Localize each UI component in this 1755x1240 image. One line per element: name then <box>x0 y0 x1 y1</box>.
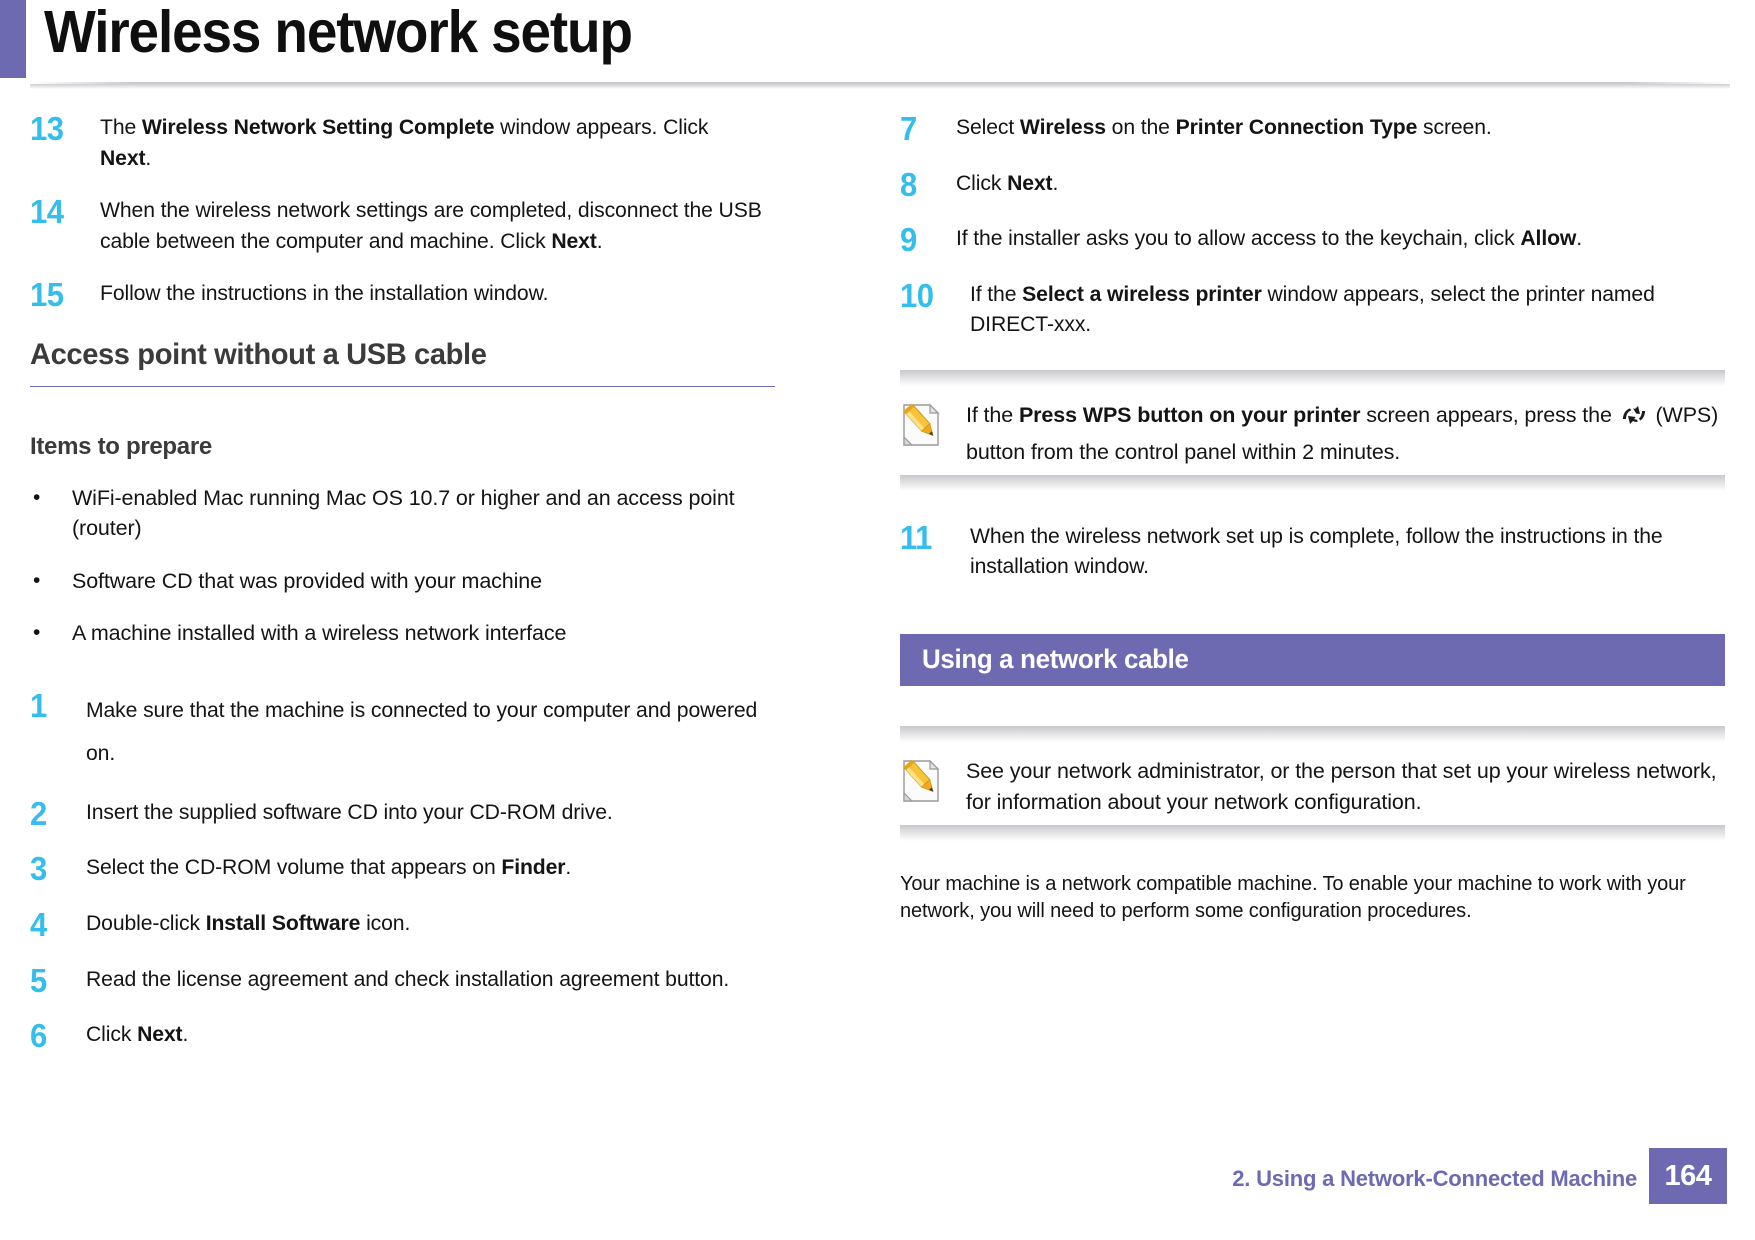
bullet-marker: • <box>33 485 41 509</box>
note-wps-text: If the Press WPS button on your printer … <box>966 402 1719 465</box>
step-item: 3 Select the CD-ROM volume that appears o… <box>30 852 775 886</box>
note-bottom-divider <box>900 824 1725 841</box>
bullet-text: Software CD that was provided with your … <box>72 568 542 593</box>
bullet-text: WiFi-enabled Mac running Mac OS 10.7 or … <box>72 485 735 541</box>
step-text: Double-click Install Software icon. <box>86 911 411 936</box>
step-text: If the installer asks you to allow acces… <box>956 226 1583 251</box>
header-accent-bar <box>0 0 26 78</box>
step-number: 9 <box>900 221 917 259</box>
step-text: Select Wireless on the Printer Connectio… <box>956 115 1492 139</box>
step-item: 4 Double-click Install Software icon. <box>30 908 775 942</box>
step-item: 1 Make sure that the machine is connected… <box>30 689 775 775</box>
left-continued-steps: 13 The Wireless Network Setting Complete … <box>30 112 775 312</box>
step-number: 3 <box>30 850 47 888</box>
note-top-divider <box>900 370 1725 386</box>
step-text: If the Select a wireless printer window … <box>970 281 1655 337</box>
footer-page-number: 164 <box>1649 1148 1727 1204</box>
right-step-eleven: 11 When the wireless network set up is co… <box>900 521 1725 582</box>
section-heading-rule <box>30 385 775 387</box>
step-item: 15 Follow the instructions in the install… <box>30 278 775 312</box>
section-heading-text: Access point without a USB cable <box>30 337 487 371</box>
closing-paragraph: Your machine is a network compatible mac… <box>900 872 1686 923</box>
step-text: Select the CD-ROM volume that appears on… <box>86 855 572 880</box>
note-network-text: See your network administrator, or the p… <box>966 758 1717 815</box>
note-pencil-icon <box>900 400 966 453</box>
step-number: 11 <box>900 518 932 556</box>
note-wps: If the Press WPS button on your printer … <box>900 370 1725 491</box>
section-access-point-heading: Access point without a USB cable <box>30 338 775 387</box>
step-number: 5 <box>30 961 47 999</box>
section-banner-using-network-cable: Using a network cable <box>900 633 1725 686</box>
step-item: 8 Click Next. <box>900 165 1725 203</box>
step-text: Make sure that the machine is connected … <box>86 697 758 765</box>
step-text: Read the license agreement and check ins… <box>86 966 730 991</box>
header-divider <box>30 82 1730 89</box>
step-item: 10 If the Select a wireless printer windo… <box>900 279 1725 340</box>
left-step-list: 1 Make sure that the machine is connected… <box>30 689 775 1053</box>
step-item: 6 Click Next. <box>30 1019 775 1053</box>
right-step-list: 7 Select Wireless on the Printer Connecti… <box>900 112 1725 340</box>
page-footer: 2. Using a Network-Connected Machine 164 <box>0 1148 1755 1204</box>
note-bottom-divider <box>900 474 1725 491</box>
step-item: 2 Insert the supplied software CD into yo… <box>30 797 775 831</box>
step-text: Insert the supplied software CD into you… <box>86 799 613 824</box>
bullet-text: A machine installed with a wireless netw… <box>72 621 567 646</box>
step-number: 14 <box>30 193 64 231</box>
step-number: 8 <box>900 165 917 203</box>
step-number: 10 <box>900 276 934 314</box>
step-item: 14 When the wireless network settings are… <box>30 195 775 256</box>
step-text: Click Next. <box>86 1022 189 1047</box>
step-text: When the wireless network settings are c… <box>100 198 762 253</box>
bullet-marker: • <box>33 568 41 592</box>
step-item: 11 When the wireless network set up is co… <box>900 521 1725 582</box>
bullet-marker: • <box>33 621 41 645</box>
step-number: 15 <box>30 276 64 314</box>
page-header: Wireless network setup <box>0 0 1755 96</box>
note-pencil-icon <box>900 756 966 809</box>
list-item: • WiFi-enabled Mac running Mac OS 10.7 or… <box>30 483 775 544</box>
step-text: When the wireless network set up is comp… <box>970 523 1663 579</box>
step-number: 13 <box>30 110 64 147</box>
step-item: 7 Select Wireless on the Printer Connecti… <box>900 112 1725 146</box>
step-item: 5 Read the license agreement and check in… <box>30 964 775 998</box>
step-number: 4 <box>30 906 47 944</box>
note-network-admin: See your network administrator, or the p… <box>900 725 1725 841</box>
items-to-prepare-list: • WiFi-enabled Mac running Mac OS 10.7 or… <box>30 483 775 649</box>
subsection-items-to-prepare: Items to prepare <box>30 432 212 460</box>
banner-label: Using a network cable <box>922 644 1189 675</box>
list-item: • Software CD that was provided with your… <box>30 566 775 597</box>
step-number: 7 <box>900 110 917 147</box>
step-number: 1 <box>30 686 47 724</box>
list-item: • A machine installed with a wireless net… <box>30 618 775 649</box>
step-item: 13 The Wireless Network Setting Complete … <box>30 112 775 173</box>
step-text: Follow the instructions in the installat… <box>100 281 549 306</box>
step-text: The Wireless Network Setting Complete wi… <box>100 115 709 170</box>
right-column: 7 Select Wireless on the Printer Connecti… <box>900 112 1725 926</box>
wps-button-icon <box>1620 402 1648 437</box>
step-text: Click Next. <box>956 170 1059 195</box>
step-number: 2 <box>30 794 47 832</box>
step-number: 6 <box>30 1017 47 1055</box>
step-item: 9 If the installer asks you to allow acce… <box>900 223 1725 257</box>
footer-chapter-label: 2. Using a Network-Connected Machine <box>1232 1166 1637 1191</box>
note-top-divider <box>900 725 1725 742</box>
page-title: Wireless network setup <box>44 0 633 65</box>
